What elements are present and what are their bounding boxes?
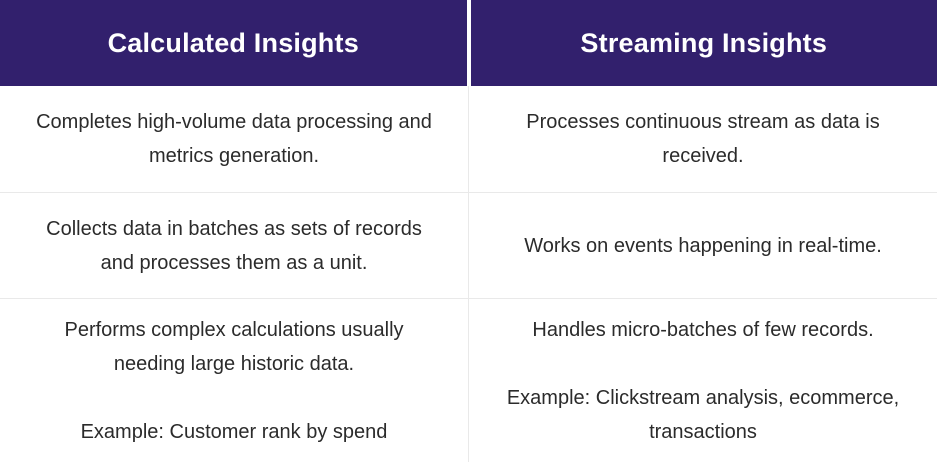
table-row: Completes high-volume data processing an… xyxy=(0,86,937,193)
column-divider xyxy=(468,86,469,192)
cell-paragraph: Collects data in batches as sets of reco… xyxy=(46,217,422,274)
table-cell: Handles micro-batches of few records. Ex… xyxy=(469,299,937,462)
header-divider xyxy=(466,0,471,86)
table-cell: Performs complex calculations usually ne… xyxy=(0,299,468,462)
column-divider xyxy=(468,193,469,298)
cell-paragraph: Handles micro-batches of few records. xyxy=(532,318,874,341)
cell-paragraph: Performs complex calculations usually ne… xyxy=(64,318,404,375)
cell-paragraph: Works on events happening in real-time. xyxy=(524,234,882,257)
cell-paragraph: Completes high-volume data processing an… xyxy=(36,111,432,167)
table-row: Collects data in batches as sets of reco… xyxy=(0,193,937,299)
cell-paragraph: Example: Customer rank by spend xyxy=(80,420,388,443)
table-cell: Works on events happening in real-time. xyxy=(469,193,937,298)
column-divider xyxy=(468,299,469,462)
table-header-row: Calculated Insights Streaming Insights xyxy=(0,0,937,86)
table-cell: Collects data in batches as sets of reco… xyxy=(0,193,468,298)
table-row: Performs complex calculations usually ne… xyxy=(0,299,937,462)
cell-paragraph: Example: Clickstream analysis, ecommerce… xyxy=(506,386,900,443)
cell-paragraph: Processes continuous stream as data is r… xyxy=(526,111,880,167)
table-cell: Completes high-volume data processing an… xyxy=(0,86,468,192)
header-calculated-insights: Calculated Insights xyxy=(0,0,467,86)
header-streaming-insights: Streaming Insights xyxy=(470,0,937,86)
table-cell: Processes continuous stream as data is r… xyxy=(469,86,937,192)
